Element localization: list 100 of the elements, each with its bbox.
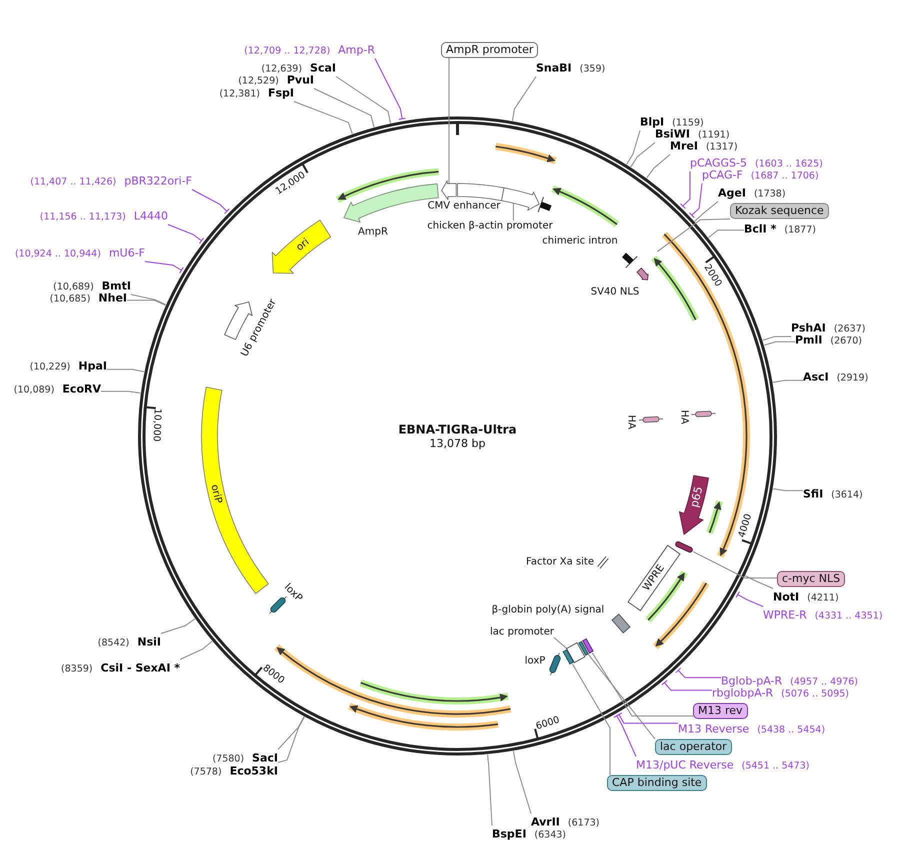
feature-band	[457, 183, 504, 201]
leader-line	[613, 714, 636, 757]
leader-line	[646, 154, 670, 178]
primer-name: Amp-R	[338, 44, 375, 56]
leader-line	[192, 189, 230, 214]
feature-label: HA	[678, 409, 690, 424]
enzyme-name: EcoRV	[62, 382, 101, 396]
site-mark	[597, 556, 609, 569]
primer-name: WPRE-R	[763, 608, 807, 622]
enzyme-name: PvuI	[286, 74, 314, 86]
cut-position: (10,089)	[14, 384, 54, 396]
cut-position: (6173)	[568, 818, 600, 828]
leader-line	[592, 652, 694, 716]
enzyme-name: SnaBI	[536, 62, 572, 74]
enzyme-name: ScaI	[310, 62, 336, 74]
leader-line	[180, 640, 212, 660]
leader-line	[278, 716, 305, 750]
enzyme-name: AgeI	[718, 186, 746, 200]
feature-marker	[638, 416, 664, 423]
cut-position: (7580)	[212, 754, 244, 764]
feature-label: p65	[688, 484, 706, 508]
cut-position: (1877)	[784, 224, 816, 236]
enzyme-name: CsiI - SexAI *	[100, 662, 180, 674]
feature-label: β-globin poly(A) signal	[492, 604, 604, 616]
primer-name: mU6-F	[108, 246, 145, 260]
feature-block	[501, 187, 540, 211]
enzyme-name: AscI	[803, 370, 829, 384]
cut-position: (8359)	[61, 664, 93, 674]
primer-range: (1687 .. 1706)	[750, 170, 819, 182]
leader-line	[100, 390, 141, 394]
cut-position: (3614)	[831, 490, 863, 500]
leader-line	[278, 716, 305, 763]
leader-line	[762, 336, 792, 341]
cut-position: (4211)	[807, 592, 839, 604]
enzyme-name: NsiI	[137, 636, 161, 648]
enzyme-name: HpaI	[78, 360, 107, 372]
primer-name: Bglob-pA-R	[721, 674, 782, 688]
feature-block	[441, 180, 457, 200]
enzyme-name: AvrII	[531, 816, 560, 828]
leader-line	[656, 218, 730, 252]
leader-line	[448, 58, 450, 184]
feature-tag: lac operator	[655, 739, 732, 755]
leader-line	[694, 201, 718, 222]
primer-range: (11,156 .. 11,173)	[40, 212, 126, 222]
leader-line	[512, 202, 514, 221]
enzyme-name: BlpI	[640, 116, 664, 128]
enzyme-name: BmtI	[102, 280, 131, 292]
cut-position: (8542)	[98, 638, 130, 648]
primer-range: (1603 .. 1625)	[755, 158, 823, 170]
feature-label: SV40 NLS	[590, 286, 640, 298]
cut-position: (10,685)	[50, 294, 90, 304]
feature-label: lac promoter	[490, 626, 554, 638]
primer-range: (12,709 .. 12,728)	[244, 46, 330, 56]
leader-line	[764, 341, 796, 346]
primer-name: L4440	[134, 210, 168, 222]
enzyme-name: NotI	[773, 590, 800, 604]
plasmid-name: EBNA-TIGRa-Ultra	[398, 423, 517, 437]
cut-position: (2919)	[836, 372, 868, 384]
leader-line	[512, 750, 532, 814]
cut-position: (2637)	[834, 324, 866, 334]
feature-marker	[674, 540, 694, 554]
feature-tag: CAP binding site	[607, 775, 707, 791]
primer-range: (5438 .. 5454)	[757, 724, 826, 736]
feature-marker	[582, 638, 594, 654]
leader-line	[144, 261, 184, 274]
enzyme-name: BspEI	[492, 828, 526, 840]
cut-position: (10,689)	[53, 282, 94, 292]
leader-line	[675, 668, 722, 678]
leader-line	[374, 58, 406, 120]
cut-position: (10,229)	[30, 362, 70, 372]
feature-box	[566, 642, 586, 664]
leader-line	[772, 380, 804, 383]
leader-line	[661, 680, 712, 691]
feature-label: ori	[294, 236, 312, 254]
enzyme-name: BclI *	[744, 222, 776, 236]
primer-range: (4331 .. 4351)	[814, 610, 883, 622]
leader-line	[126, 300, 166, 306]
scale-label: 6000	[534, 716, 561, 733]
cut-position: (2670)	[830, 336, 862, 346]
leader-line	[736, 591, 764, 607]
primer-name: M13 Reverse	[678, 722, 750, 736]
primer-range: (4957 .. 4976)	[790, 676, 858, 688]
leader-line	[689, 183, 702, 218]
leader-line	[487, 754, 492, 826]
feature-marker	[562, 649, 574, 665]
enzyme-name: BsiWI	[655, 128, 690, 140]
leader-line	[106, 368, 144, 372]
leader-line	[336, 76, 392, 124]
cut-position: (7578)	[190, 766, 222, 778]
leader-line	[772, 488, 804, 492]
cut-position: (12,639)	[261, 64, 302, 74]
enzyme-name: PmlI	[795, 334, 822, 346]
leader-line	[680, 171, 690, 209]
primer-range: (10,924 .. 10,944)	[14, 248, 101, 260]
feature-label: oriP	[208, 483, 224, 504]
leader-line	[626, 130, 640, 165]
leader-line	[692, 551, 778, 578]
feature-block	[636, 268, 648, 280]
feature-label: loxP	[281, 581, 304, 604]
feature-marker	[578, 640, 589, 656]
